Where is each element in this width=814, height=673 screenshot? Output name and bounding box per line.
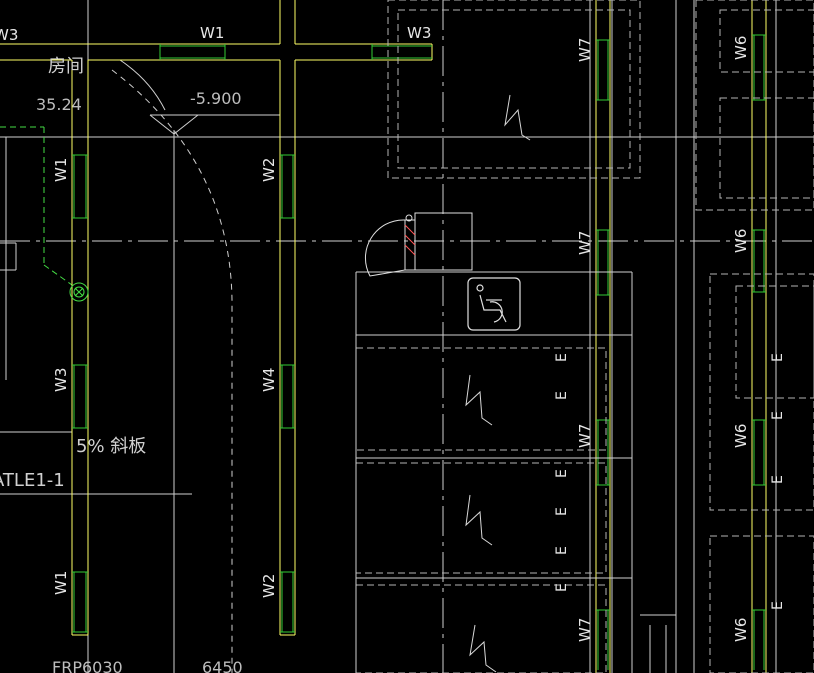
ramp-mark-2: E [554,391,570,400]
label-w3-left: W3 [52,368,70,392]
ramp-marks: E E E E E E E E E E [554,353,786,610]
slope-label: 5% 斜板 [76,436,146,457]
ramp-mark-8: E [770,411,786,420]
elevation-main: -5.900 [190,89,242,108]
circle-cross-fixture-icon [69,282,89,302]
parking-bays [355,0,814,673]
section-label: ATLE1-1 [0,470,65,491]
bottom-dimension: 6450 [202,658,243,673]
label-w6-1: W6 [732,36,750,60]
left-room-outline [0,126,73,286]
label-w3-top-left: W3 [0,26,18,44]
ramp-curve-inner [119,59,166,111]
label-w3-top: W3 [407,24,431,42]
label-w1-top: W1 [200,24,224,42]
label-w7-1: W7 [576,38,594,62]
walls [0,0,767,673]
label-w2-mid-upper: W2 [260,158,278,182]
window-segments [72,34,766,670]
ramp-curve [111,69,233,673]
label-w6-4: W6 [732,618,750,642]
lamp-symbol-icon [364,212,473,277]
label-w2-mid-lower: W2 [260,574,278,598]
ramp-mark-7: E [770,353,786,362]
ramp-mark-1: E [554,353,570,362]
row-separators [355,271,676,673]
ramp-mark-10: E [770,601,786,610]
label-w1-left-upper: W1 [52,158,70,182]
bottom-left-code: FRP6030 [52,658,123,673]
label-w1-left-lower: W1 [52,571,70,595]
label-w7-3: W7 [576,424,594,448]
label-w6-3: W6 [732,424,750,448]
label-w6-2: W6 [732,229,750,253]
ramp-mark-5: E [554,546,570,555]
ramp-mark-9: E [770,475,786,484]
ramp-mark-6: E [554,583,570,592]
room-label: 房间 [48,56,84,77]
wheelchair-accessible-icon [467,277,521,331]
elevation-left: 35.24 [36,95,82,114]
ramp-mark-3: E [554,469,570,478]
label-w4-mid: W4 [260,368,278,392]
ramp-mark-4: E [554,507,570,516]
label-w7-2: W7 [576,231,594,255]
label-w7-4: W7 [576,618,594,642]
lightning-marks [465,94,531,673]
